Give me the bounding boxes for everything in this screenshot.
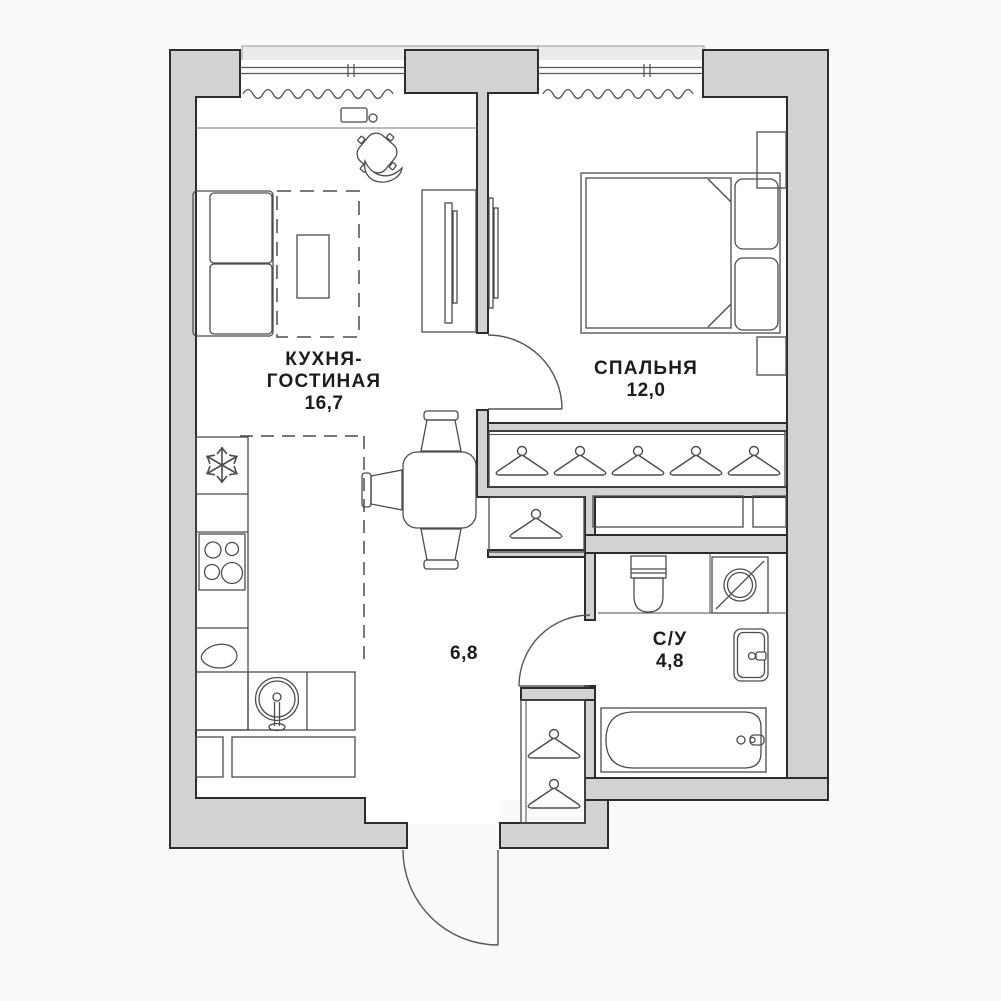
wall-closet-bottom-strip — [487, 549, 586, 558]
window-living — [240, 64, 405, 77]
bathtub — [600, 707, 767, 773]
washing-machine — [711, 556, 769, 614]
nightstand-top — [756, 131, 787, 189]
entrance-door — [402, 849, 499, 946]
tv — [444, 202, 453, 324]
curtain-living-icon — [242, 88, 394, 100]
wall-bedroom-wardrobe — [487, 422, 788, 432]
bathroom-door — [518, 614, 591, 687]
nightstand-bottom — [756, 336, 787, 376]
room-name: ГОСТИНАЯ — [266, 371, 382, 392]
shelf-wide — [592, 495, 744, 528]
office-chair — [356, 132, 403, 183]
room-name: С/У — [652, 629, 688, 650]
wall-left-bottom — [169, 49, 408, 849]
room-label-kitchen-living: КУХНЯ- ГОСТИНАЯ 16,7 — [267, 349, 382, 415]
room-name: СПАЛЬНЯ — [593, 358, 699, 379]
wall-bath-bottom — [584, 777, 829, 801]
hall-closet — [520, 699, 586, 824]
wardrobe — [488, 430, 786, 488]
zone-divider — [240, 435, 365, 667]
room-label-hall: 6,8 — [450, 643, 478, 665]
room-label-bedroom: СПАЛЬНЯ 12,0 — [594, 358, 698, 402]
curtain-bedroom-icon — [542, 88, 694, 100]
bedroom-door — [487, 334, 563, 410]
window-bedroom — [538, 64, 703, 77]
room-area: 16,7 — [304, 393, 344, 414]
room-area: 12,0 — [626, 380, 666, 401]
stove-burners — [198, 533, 246, 591]
wall-bath-top — [584, 534, 788, 554]
desk-lamp — [340, 107, 378, 123]
dining-set — [361, 410, 477, 570]
sofa — [192, 190, 274, 337]
room-label-bathroom: С/У 4,8 — [653, 629, 687, 673]
living-room-furniture — [192, 107, 477, 338]
room-name: КУХНЯ- — [285, 349, 363, 370]
small-sink-teardrop-icon — [200, 643, 238, 669]
bedroom-furniture — [488, 131, 787, 376]
room-area: 4,8 — [656, 651, 684, 672]
kitchen-lower-cabinet-1 — [195, 736, 224, 778]
walls — [169, 49, 829, 849]
pillow — [734, 257, 779, 331]
wall-top-pier-and-tv-wall — [404, 49, 539, 334]
windows — [240, 64, 703, 77]
dining-chair-bottom — [420, 528, 462, 570]
dining-chair-left — [361, 469, 403, 511]
bathroom-fixtures — [598, 553, 787, 773]
tv-console — [421, 189, 477, 333]
floor — [196, 60, 787, 824]
washbasin — [733, 628, 769, 682]
kitchen-sink — [254, 676, 300, 732]
refrigerator-snowflake-icon — [206, 446, 238, 484]
dining-table — [402, 451, 477, 529]
room-area: 6,8 — [450, 643, 478, 664]
storage — [488, 430, 787, 824]
kitchen — [195, 435, 365, 778]
closet-single — [488, 496, 585, 553]
shelf-small — [752, 495, 787, 528]
toilet — [630, 555, 667, 613]
bedroom-wall-tv — [488, 197, 499, 309]
doors — [402, 334, 591, 946]
kitchen-lower-cabinet-2 — [231, 736, 356, 778]
wall-hall-closet-top — [520, 687, 596, 701]
dining-chair-top — [420, 410, 462, 452]
curtain-icons — [242, 88, 694, 100]
coffee-table — [296, 234, 330, 299]
